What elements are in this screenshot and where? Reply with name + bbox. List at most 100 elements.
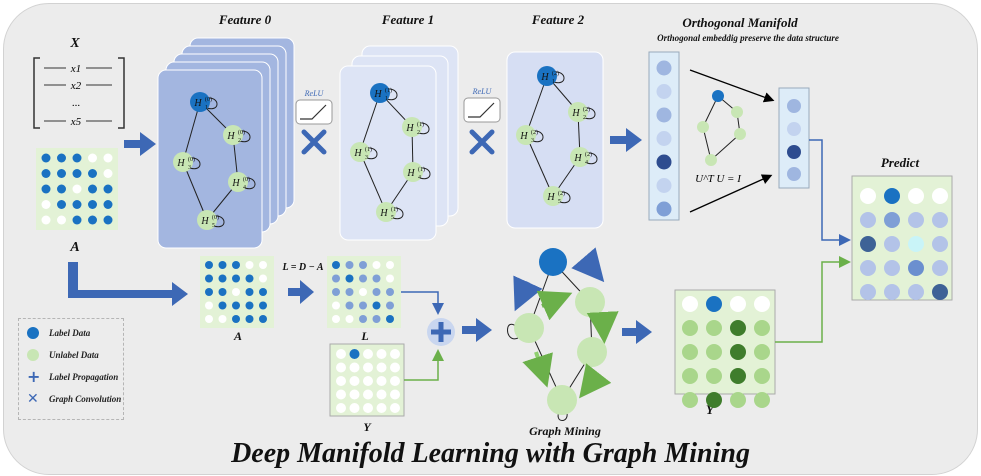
feature-2-card (506, 51, 604, 229)
predict-title: Predict (880, 155, 920, 170)
matrix-dot (332, 261, 340, 269)
embedding-dot (656, 107, 672, 123)
matrix-dot (245, 288, 254, 296)
matrix-dot (332, 301, 340, 310)
matrix-dot (41, 200, 51, 209)
matrix-dot (706, 392, 722, 408)
matrix-dot (205, 261, 213, 269)
matrix-dot (218, 274, 227, 283)
matrix-dot (884, 236, 900, 252)
svg-text:H: H (519, 131, 528, 142)
unlabel-node (568, 102, 588, 122)
arrow-to-laplacian (68, 262, 188, 306)
y-label: Y (363, 420, 371, 434)
matrix-dot (372, 301, 381, 310)
matrix-dot (706, 296, 722, 312)
matrix-dot (359, 301, 367, 310)
unlabel-node (402, 117, 422, 137)
matrix-dot (730, 344, 746, 360)
svg-text:H: H (200, 216, 209, 227)
matrix-dot (682, 320, 698, 336)
feature-0-stack (157, 37, 295, 249)
svg-text:5: 5 (558, 199, 561, 205)
matrix-dot (372, 274, 381, 283)
svg-text:(0): (0) (243, 176, 250, 183)
matrix-dot (860, 260, 876, 276)
matrix-dot (349, 376, 360, 386)
matrix-dot (336, 376, 346, 386)
matrix-dot (103, 184, 113, 194)
matrix-dot (218, 301, 227, 310)
matrix-dot (57, 169, 66, 178)
svg-text:3: 3 (188, 165, 191, 171)
svg-text:5: 5 (212, 223, 215, 229)
svg-text:(2): (2) (552, 70, 559, 77)
feature-1-graph: H(1)1H(1)2H(1)3H(1)4H(1)5 (350, 83, 431, 222)
matrix-dot (932, 284, 948, 300)
svg-text:(1): (1) (365, 146, 372, 153)
matrix-dot (57, 215, 66, 225)
legend-item-label-propagation: + Label Propagation (27, 367, 118, 387)
matrix-dot (245, 274, 254, 283)
svg-text:(2): (2) (583, 106, 590, 113)
matrix-dot (103, 200, 113, 209)
matrix-dot (232, 288, 240, 296)
matrix-dot (245, 261, 254, 269)
svg-text:H: H (406, 168, 415, 179)
feature-2-title: Feature 2 (531, 12, 585, 27)
matrix-dot (359, 261, 367, 269)
legend-text: Label Data (49, 328, 91, 338)
svg-text:4: 4 (243, 185, 246, 191)
matrix-dot (349, 362, 360, 373)
matrix-dot (386, 315, 394, 323)
matrix-dot (259, 301, 267, 310)
arrow-to-features (124, 132, 156, 156)
matrix-dot (386, 274, 394, 283)
matrix-dot (730, 296, 746, 312)
arrow-bottom (689, 174, 773, 213)
matrix-dot (259, 261, 267, 269)
matrix-dot (932, 212, 948, 228)
matrix-dot (730, 320, 746, 336)
matrix-dot (386, 301, 394, 310)
svg-text:H: H (571, 108, 580, 119)
legend-text: Unlabel Data (49, 350, 99, 360)
svg-text:H: H (176, 158, 185, 169)
matrix-dot (908, 236, 924, 252)
unlabel-node (173, 152, 193, 172)
matrix-dot (232, 261, 240, 269)
matrix-dot (259, 274, 267, 283)
relu-block-2: ReLU (463, 87, 501, 155)
matrix-dot (349, 349, 360, 359)
matrix-dot (884, 212, 900, 228)
svg-text:1: 1 (385, 96, 388, 102)
svg-text:H: H (379, 208, 388, 219)
svg-text:5: 5 (391, 215, 394, 221)
feature-1-title: Feature 1 (381, 12, 435, 27)
svg-text:3: 3 (531, 138, 534, 144)
matrix-dot (386, 288, 394, 296)
matrix-dot (232, 301, 240, 310)
feature-0-graph: H(0)1H(0)2H(0)3H(0)4H(0)5 (173, 92, 256, 230)
cross-icon: ✕ (27, 391, 39, 407)
unlabel-node (543, 186, 563, 206)
matrix-dot (372, 288, 381, 296)
relu-block-1: ReLU (295, 89, 333, 155)
x-row-2: x2 (70, 80, 82, 92)
matrix-dot (860, 284, 876, 300)
matrix-dot (932, 260, 948, 276)
svg-text:(2): (2) (531, 129, 538, 136)
unlabel-node (350, 142, 370, 162)
svg-text:H: H (573, 153, 582, 164)
matrix-dot (754, 320, 770, 336)
unlabel-data-icon (27, 349, 39, 361)
matrix-dot (72, 184, 82, 194)
matrix-dot (754, 344, 770, 360)
svg-text:H: H (373, 89, 382, 100)
matrix-dot (103, 153, 113, 163)
unlabel-node (228, 172, 248, 192)
matrix-dot (349, 389, 360, 400)
matrix-dot (72, 153, 82, 163)
matrix-dot (376, 349, 387, 359)
